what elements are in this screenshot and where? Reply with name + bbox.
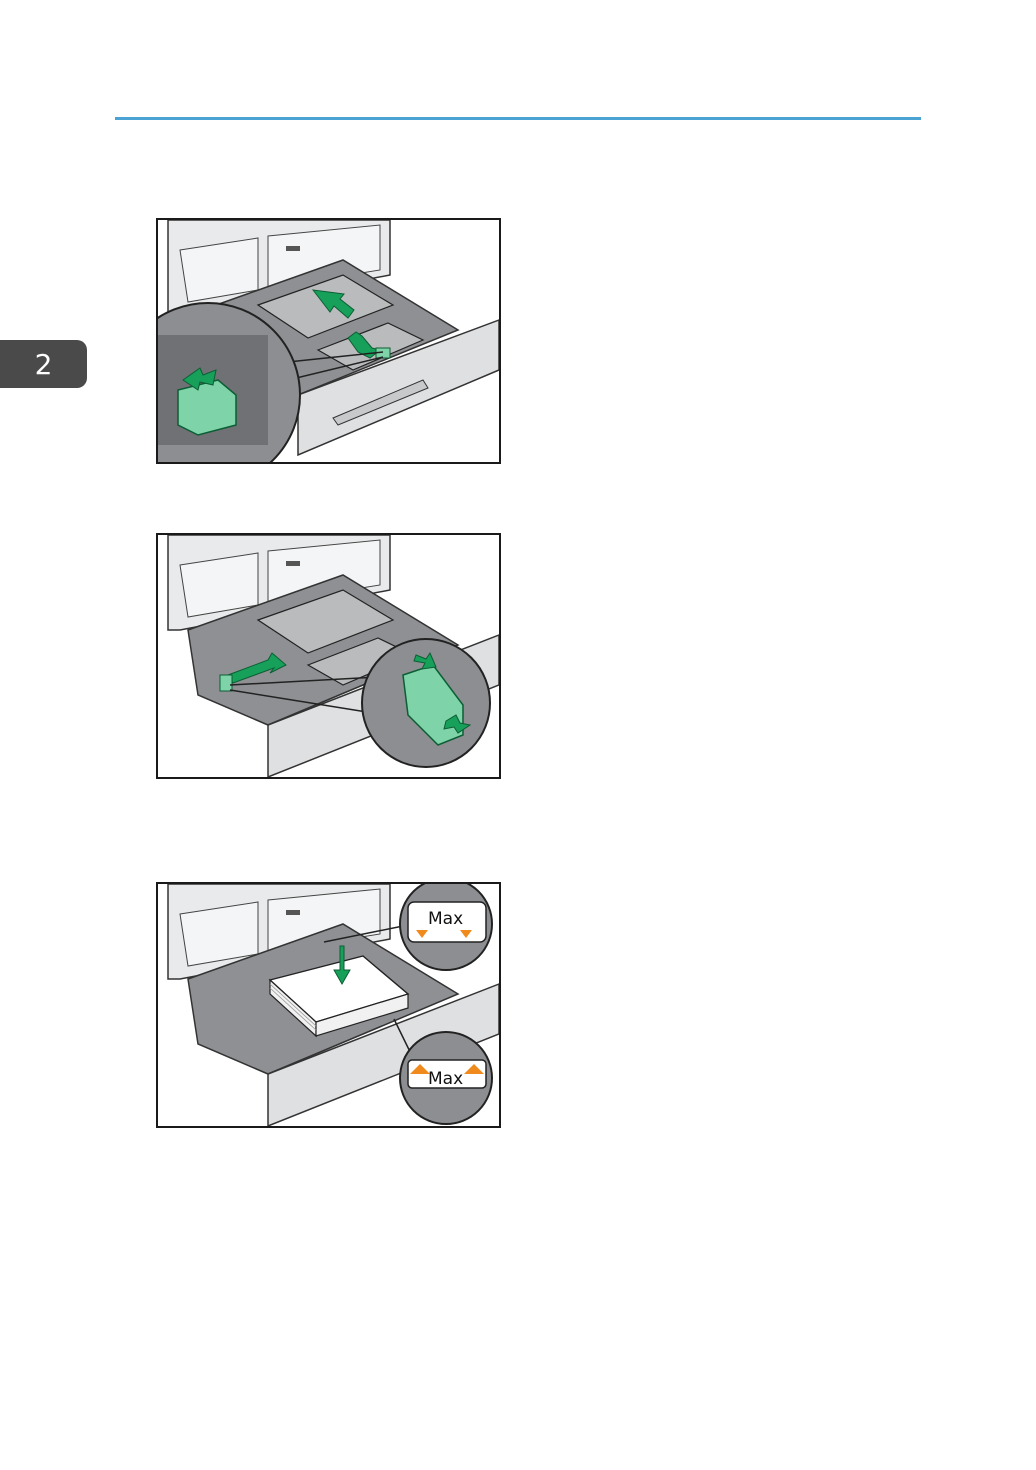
figure-release-lever [156, 218, 501, 464]
tray-illustration-2 [158, 535, 499, 777]
header-rule [115, 117, 921, 120]
tray-illustration-1 [158, 220, 499, 462]
tray-illustration-3: Max Max [158, 884, 499, 1126]
figure-load-paper: Max Max [156, 882, 501, 1128]
release-lever [178, 380, 236, 435]
max-label-bottom: Max [428, 1069, 463, 1089]
chapter-number: 2 [35, 348, 53, 381]
chapter-tab: 2 [0, 340, 87, 388]
figure-end-guide [156, 533, 501, 779]
max-label-top: Max [428, 909, 463, 929]
